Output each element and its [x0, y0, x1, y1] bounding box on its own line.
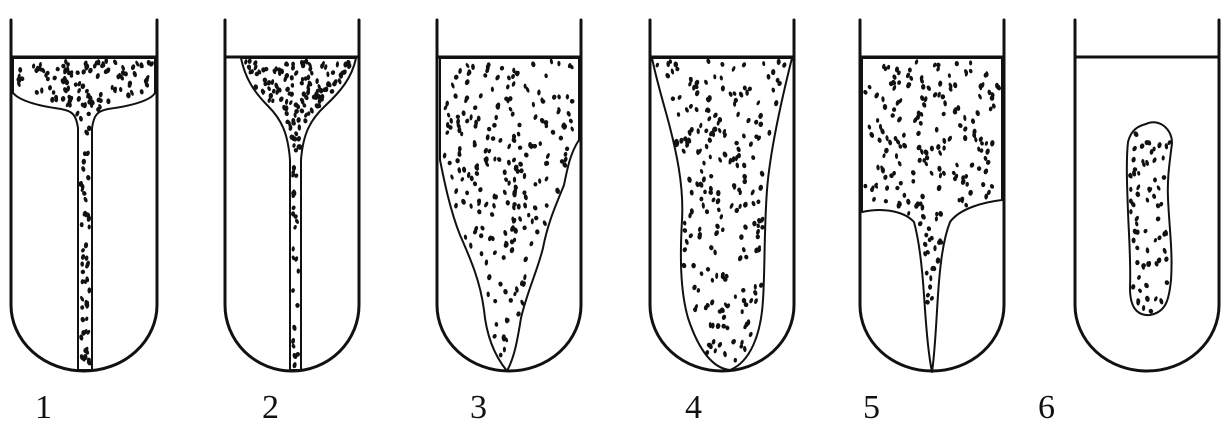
tube-1: 1	[11, 20, 157, 421]
tube-4-label: 4	[685, 389, 702, 421]
tube-3-label: 3	[470, 389, 487, 421]
stipple-dot	[513, 177, 516, 183]
tube-5-growth	[862, 58, 1002, 372]
tube-5: 5	[860, 20, 1004, 421]
stipple-dot	[40, 87, 43, 93]
stipple-dot	[512, 68, 515, 74]
stipple-dot	[531, 218, 534, 224]
stipple-dot	[1153, 147, 1156, 152]
tube-5-label: 5	[863, 389, 880, 421]
stipple-dot	[446, 122, 449, 128]
stipple-dot	[52, 90, 55, 94]
tube-2-label: 2	[262, 389, 279, 421]
stipple-dot	[88, 225, 91, 230]
stipple-dot	[455, 158, 459, 163]
tube-2: 2	[225, 20, 359, 421]
tube-1-label: 1	[35, 389, 52, 421]
tube-3: 3	[437, 20, 581, 421]
stipple-dot	[903, 193, 907, 198]
stipple-dot	[716, 190, 720, 196]
stipple-dot	[754, 284, 757, 290]
tube-4-growth	[652, 58, 792, 370]
stipple-dot	[921, 84, 925, 90]
tube-6-label: 6	[1038, 389, 1055, 421]
stipple-dot	[892, 107, 896, 112]
tube-4: 4	[650, 20, 794, 421]
stipple-dot	[1146, 261, 1150, 267]
stipple-dot	[261, 67, 265, 72]
stipple-dot	[301, 77, 304, 82]
tube-6: 6	[1038, 20, 1219, 421]
tube-3-growth	[440, 58, 579, 371]
stipple-dot	[557, 61, 560, 67]
